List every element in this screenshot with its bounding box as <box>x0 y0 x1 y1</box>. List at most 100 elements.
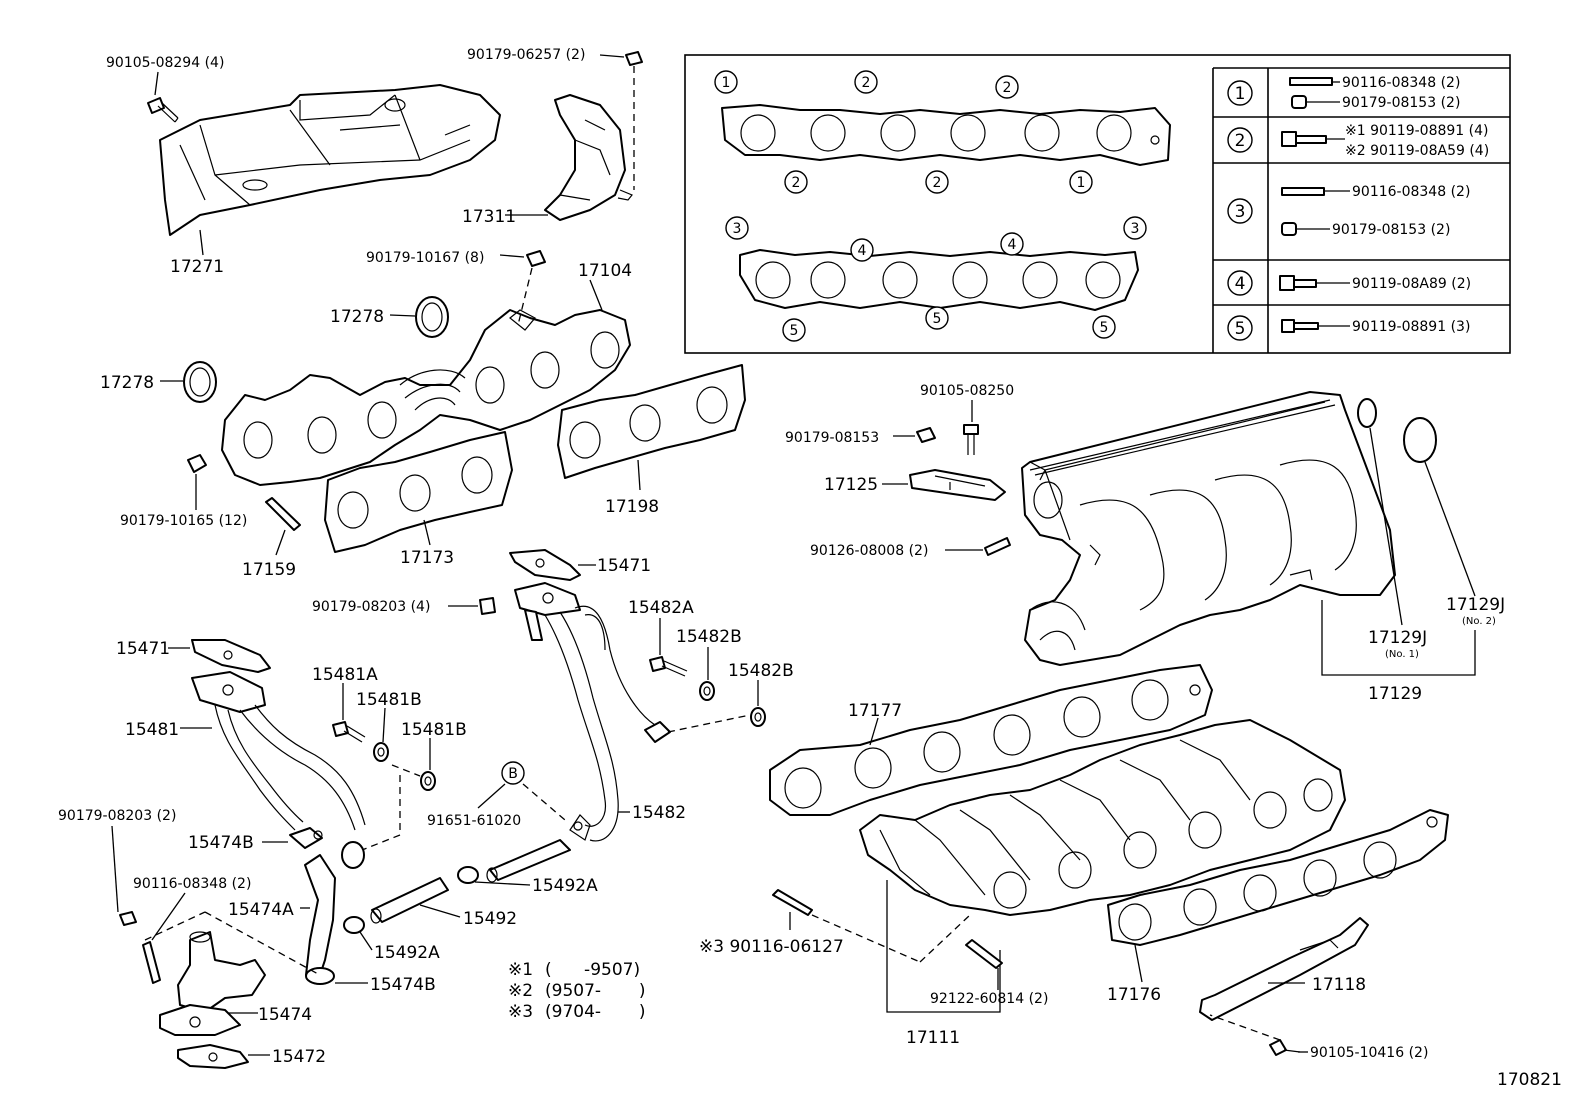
label-15482B-2: 15482B <box>728 661 794 681</box>
svg-text:4: 4 <box>858 243 867 259</box>
callout-B: B <box>501 761 525 785</box>
svg-text:3: 3 <box>1131 221 1140 237</box>
nut-icon <box>1281 222 1297 236</box>
label-17104: 17104 <box>578 261 632 281</box>
svg-text:2: 2 <box>933 175 942 191</box>
legend-item: 90179-08153 (2) <box>1342 95 1460 111</box>
bolt-icon <box>1269 1039 1301 1056</box>
label-17129J-no2-sub: (No. 2) <box>1462 616 1496 627</box>
label-91651-61020: 91651-61020 <box>427 813 521 829</box>
legend-key: 4 <box>1227 270 1253 296</box>
nut-icon <box>187 454 207 473</box>
label-17125: 17125 <box>824 475 878 495</box>
gasket-mark: 3 <box>1123 216 1147 240</box>
label-17129: 17129 <box>1368 684 1422 704</box>
svg-text:5: 5 <box>790 323 799 339</box>
label-17278-upper: 17278 <box>330 307 384 327</box>
gasket-mark: 4 <box>850 238 874 262</box>
manifold-gasket-17173 <box>324 431 513 553</box>
nut-icon <box>479 597 496 615</box>
legend-key: 5 <box>1227 315 1253 341</box>
nut-icon <box>1291 95 1307 109</box>
gasket-mark: 2 <box>925 170 949 194</box>
label-92122-60814: 92122-60814 (2) <box>930 991 1048 1007</box>
label-17278-lower: 17278 <box>100 373 154 393</box>
label-15481A: 15481A <box>312 665 378 685</box>
label-17129J-no2: 17129J <box>1446 595 1505 615</box>
bolt-icon <box>1281 131 1327 147</box>
exhaust-manifold-17104 <box>221 309 631 486</box>
bracket-17118 <box>1199 917 1369 1021</box>
gasket-mark: 5 <box>925 306 949 330</box>
label-17271: 17271 <box>170 257 224 277</box>
svg-text:1: 1 <box>722 75 731 91</box>
nut-icon <box>625 51 643 66</box>
label-15481B-2: 15481B <box>401 720 467 740</box>
legend-item: ※2 90119-08A59 (4) <box>1345 143 1489 159</box>
label-17129J-no1: 17129J <box>1368 628 1427 648</box>
note-range: (9704- ) <box>545 1002 646 1022</box>
svg-text:4: 4 <box>1008 237 1017 253</box>
bolt-icon <box>649 656 688 677</box>
label-15492A-upper: 15492A <box>532 876 598 896</box>
heat-insulator-17271 <box>159 84 501 236</box>
label-90179-10165: 90179-10165 (12) <box>120 513 247 529</box>
washer-icon <box>373 742 389 762</box>
heat-insulator-17311 <box>544 94 633 221</box>
legend-key: 1 <box>1227 80 1253 106</box>
svg-text:2: 2 <box>862 75 871 91</box>
gasket-mark: 5 <box>1092 315 1116 339</box>
clamp-15492A <box>457 866 479 884</box>
gasket-15472 <box>177 1044 249 1069</box>
svg-text:1: 1 <box>1077 175 1086 191</box>
svg-text:4: 4 <box>1235 274 1246 294</box>
note-mark: ※2 <box>508 981 533 1001</box>
bolt-icon <box>332 721 366 743</box>
plug-17129J-no2 <box>1403 417 1437 463</box>
label-15482A: 15482A <box>628 598 694 618</box>
nut-icon <box>526 250 546 267</box>
diagram-id: 170821 <box>1497 1070 1562 1090</box>
stud-icon <box>265 497 301 531</box>
gasket-legend-box: 1 2 2 2 2 1 3 4 4 3 5 5 5 1 2 3 4 5 9011 <box>684 54 1511 354</box>
gasket-mark: 3 <box>725 216 749 240</box>
label-15482B-1: 15482B <box>676 627 742 647</box>
intake-plenum-17111 <box>859 719 1346 916</box>
ring-gasket-17278 <box>415 296 449 338</box>
label-17177: 17177 <box>848 701 902 721</box>
hose-15492 <box>370 877 449 924</box>
egr-pipe-15481 <box>191 671 366 831</box>
stud-icon <box>965 939 1003 969</box>
stud-icon <box>772 889 813 916</box>
label-17159: 17159 <box>242 560 296 580</box>
label-15474: 15474 <box>258 1005 312 1025</box>
legend-item: 90119-08A89 (2) <box>1352 276 1471 292</box>
clamp-15474B <box>289 827 323 849</box>
washer-icon <box>699 681 715 701</box>
stud-icon <box>1289 77 1333 86</box>
label-15471-lower: 15471 <box>116 639 170 659</box>
intake-gasket-17176 <box>1107 809 1449 946</box>
stud-icon <box>142 941 161 984</box>
svg-text:3: 3 <box>1235 202 1246 222</box>
gasket-mark: 1 <box>1069 170 1093 194</box>
label-15474B-upper: 15474B <box>188 833 254 853</box>
cap-icon <box>341 841 365 869</box>
intake-gasket-17177 <box>769 664 1213 816</box>
notes: ※1 ( -9507) ※2 (9507- ) ※3 (9704- ) <box>508 960 646 1022</box>
svg-text:2: 2 <box>792 175 801 191</box>
legend-item: 90116-08348 (2) <box>1352 184 1470 200</box>
svg-text:5: 5 <box>933 311 942 327</box>
label-90105-08250: 90105-08250 <box>920 383 1014 399</box>
label-90126-08008: 90126-08008 (2) <box>810 543 928 559</box>
label-15481: 15481 <box>125 720 179 740</box>
ring-gasket-17278 <box>183 361 217 403</box>
label-90179-08203-4: 90179-08203 (4) <box>312 599 430 615</box>
bolt-icon <box>963 424 979 455</box>
manifold-gasket-17198 <box>557 364 746 479</box>
label-90116-08348: 90116-08348 (2) <box>133 876 251 892</box>
note-range: ( -9507) <box>545 960 640 980</box>
gasket-mark: 1 <box>714 70 738 94</box>
washer-icon <box>750 707 766 727</box>
